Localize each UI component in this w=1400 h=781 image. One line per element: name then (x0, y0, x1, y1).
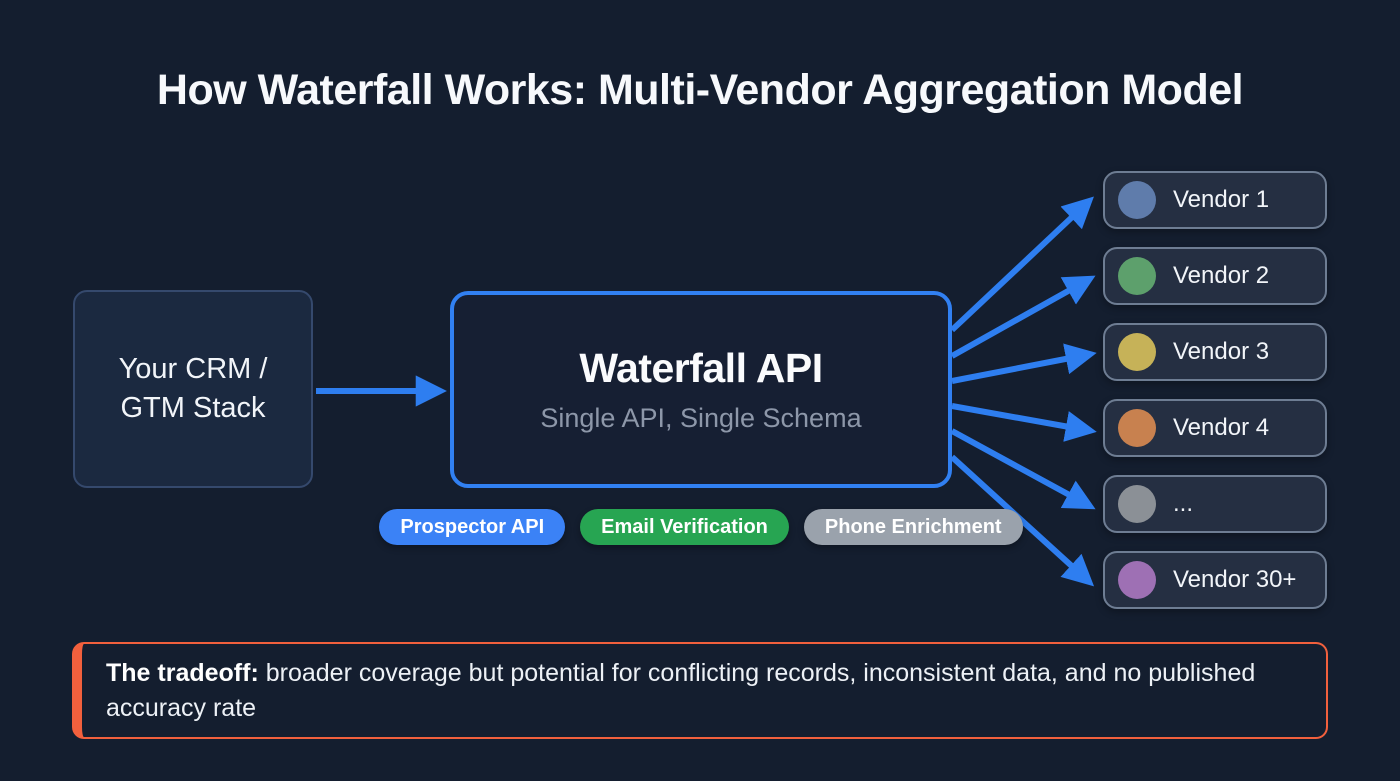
tradeoff-text: The tradeoff: broader coverage but poten… (106, 656, 1302, 726)
arrow-waterfall-to-vendor-4 (951, 403, 1097, 442)
vendor-dot-icon (1118, 561, 1156, 599)
arrow-waterfall-to-vendor-3 (951, 343, 1097, 384)
vendor-label: Vendor 1 (1173, 186, 1270, 213)
capability-pills: Prospector API Email Verification Phone En… (379, 509, 1023, 545)
arrow-waterfall-to-vendor-1 (949, 196, 1094, 333)
tradeoff-callout: The tradeoff: broader coverage but poten… (72, 642, 1328, 739)
capability-pill: Prospector API (379, 509, 566, 545)
arrow-waterfall-to-vendor-2 (950, 275, 1096, 359)
vendor-list: Vendor 1 Vendor 2 Vendor 3 Vendor 4 ... … (1103, 171, 1327, 609)
vendor-card: Vendor 30+ (1103, 551, 1327, 609)
vendor-label: Vendor 3 (1173, 338, 1270, 365)
tradeoff-lead: The tradeoff: (106, 658, 259, 687)
vendor-card: Vendor 4 (1103, 399, 1327, 457)
vendor-card: ... (1103, 475, 1327, 533)
capability-pill: Email Verification (580, 509, 789, 545)
vendor-dot-icon (1118, 409, 1156, 447)
vendor-dot-icon (1118, 257, 1156, 295)
vendor-label: Vendor 2 (1173, 262, 1270, 289)
tradeoff-body: broader coverage but potential for confl… (106, 658, 1256, 722)
vendor-card: Vendor 1 (1103, 171, 1327, 229)
vendor-dot-icon (1118, 485, 1156, 523)
vendor-card: Vendor 3 (1103, 323, 1327, 381)
waterfall-api-subtitle: Single API, Single Schema (540, 403, 862, 433)
vendor-dot-icon (1118, 333, 1156, 371)
crm-box: Your CRM / GTM Stack (73, 290, 313, 488)
waterfall-api-box: Waterfall API Single API, Single Schema (450, 291, 952, 488)
vendor-label: ... (1173, 490, 1194, 517)
vendor-label: Vendor 30+ (1173, 566, 1297, 593)
page-title: How Waterfall Works: Multi-Vendor Aggreg… (156, 66, 1244, 114)
capability-pill: Phone Enrichment (803, 509, 1023, 545)
vendor-label: Vendor 4 (1173, 414, 1270, 441)
arrow-waterfall-to-vendor-5 (950, 428, 1096, 510)
crm-box-label: Your CRM / GTM Stack (118, 353, 268, 424)
vendor-card: Vendor 2 (1103, 247, 1327, 305)
waterfall-api-title: Waterfall API (579, 345, 823, 391)
vendor-dot-icon (1118, 181, 1156, 219)
